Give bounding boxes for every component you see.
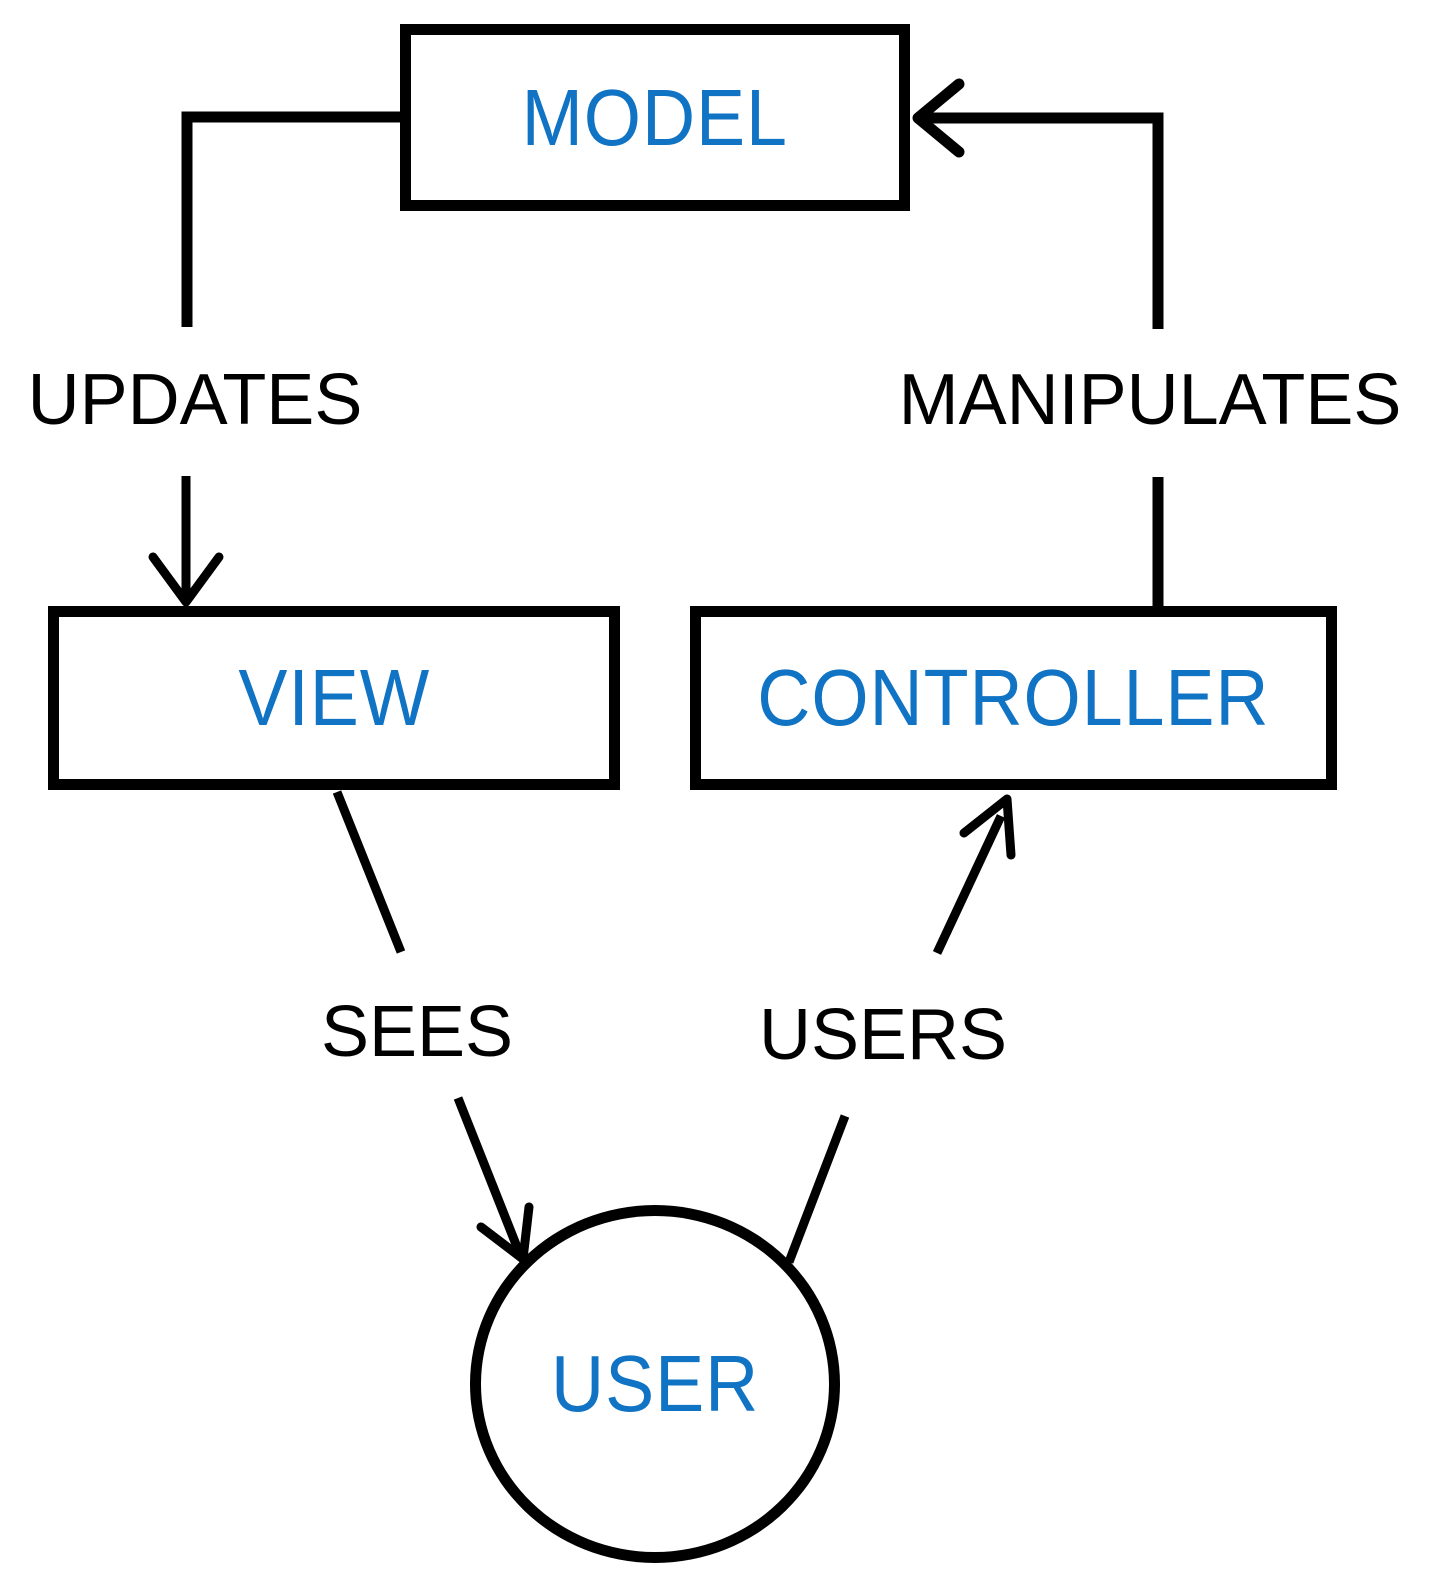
updates-arrowhead-icon — [148, 552, 224, 607]
sees-upper-line — [332, 790, 406, 954]
controller-node: CONTROLLER — [690, 606, 1337, 790]
manipulates-upper-line — [921, 112, 1164, 329]
model-label: MODEL — [521, 72, 789, 162]
user-node: USER — [470, 1205, 840, 1563]
view-label: VIEW — [238, 653, 430, 742]
users-arrowhead-icon — [959, 794, 1016, 860]
users-arrow-shaft — [932, 814, 1006, 955]
model-node: MODEL — [400, 24, 910, 211]
sees-arrow-shaft — [453, 1096, 524, 1254]
manipulates-arrowhead-icon — [912, 78, 965, 158]
users-lower-line — [784, 1114, 850, 1264]
edge-lines — [148, 78, 1164, 1264]
updates-elbow-line — [181, 111, 400, 327]
manipulates-edge-label: MANIPULATES — [898, 360, 1402, 440]
view-node: VIEW — [48, 606, 620, 790]
users-edge-label: USERS — [758, 995, 1008, 1075]
user-label: USER — [550, 1339, 760, 1428]
controller-label: CONTROLLER — [757, 653, 1270, 742]
updates-edge-label: UPDATES — [27, 360, 363, 440]
sees-edge-label: SEES — [320, 992, 514, 1072]
